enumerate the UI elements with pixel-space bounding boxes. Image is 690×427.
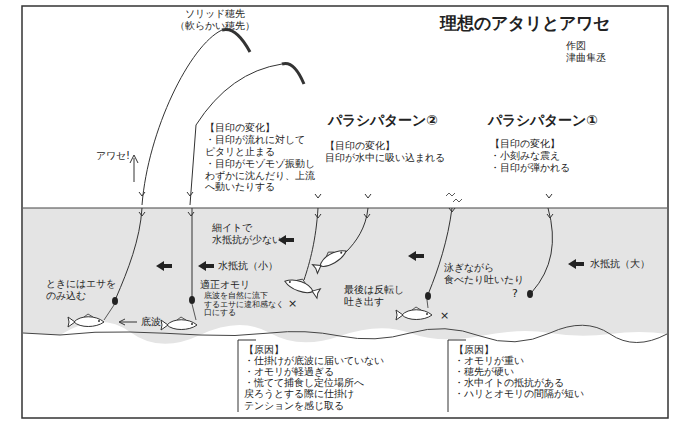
water-surface	[23, 207, 667, 208]
river-bed	[23, 325, 667, 342]
cause-item: ・仕掛けが底波に届いていない	[244, 355, 384, 366]
miss-mark: ×	[288, 298, 297, 311]
note-heading: 【目印の変化】	[490, 138, 560, 150]
pattern-title: パラシパターン①	[488, 112, 598, 128]
sinker	[189, 296, 195, 304]
leader	[104, 305, 114, 320]
miss-mark: ×	[440, 310, 449, 323]
note-heading: 【目印の変化】	[325, 140, 395, 152]
fish	[161, 317, 197, 330]
vibration-mark	[446, 193, 462, 202]
resistance-label: 水抵抗（小）	[218, 260, 278, 272]
fish	[283, 274, 321, 299]
float-marker	[139, 212, 145, 216]
water	[23, 208, 667, 344]
cause-item: ・オモリが軽過ぎる	[244, 366, 334, 377]
note-heading: 【目印の変化】	[205, 122, 275, 134]
question-mark: ?	[512, 288, 518, 301]
sinker	[112, 297, 118, 305]
note-item: ・目印が弾かれる	[490, 162, 570, 174]
fishing-line	[532, 208, 552, 292]
float-marker	[187, 192, 193, 196]
water-note: ときにはエサを のみ込む	[46, 278, 116, 301]
sinker	[527, 290, 533, 298]
cause-item: ・慌てて捕食し定位場所へ 戻ろうとする際に仕掛け テンションを感じ取る	[244, 377, 364, 411]
diagram-title: 理想のアタリとアワセ	[440, 14, 610, 34]
leader	[192, 304, 196, 320]
float-marker	[546, 194, 552, 198]
water-note: 最後は反転し 吐き出す	[344, 284, 404, 307]
float-marker	[139, 192, 145, 196]
author-credit: 作図 津曲隼丞	[566, 40, 606, 63]
fish	[311, 244, 349, 273]
leader	[427, 300, 428, 308]
resistance-label: 水抵抗（大）	[590, 258, 650, 270]
pattern-title: パラシパターン②	[328, 112, 438, 128]
strike-label: アワセ!	[96, 150, 130, 162]
float-marker	[188, 212, 194, 216]
fish	[68, 314, 104, 327]
current-arrow	[120, 322, 137, 323]
float-marker	[449, 208, 455, 212]
current-label: 底波	[141, 316, 161, 328]
float-marker	[315, 194, 321, 198]
rod-tip	[222, 29, 250, 52]
rod-note: ソリッド穂先 （軟らかい穂先）	[175, 8, 255, 31]
float-marker	[364, 214, 370, 218]
note-item: ・目印が流れに対して ピタリと止まる	[205, 134, 305, 157]
awase-arrow-head	[130, 155, 138, 163]
rod-tip	[282, 63, 304, 84]
float-marker	[315, 214, 321, 218]
cause-heading: 【原因】	[244, 344, 284, 355]
note-item: ・小刻みな震え	[490, 150, 560, 162]
fishing-line	[192, 208, 193, 297]
sinker-label: 適正オモリ	[200, 279, 250, 291]
cause-item: ・ハリとオモリの間隔が短い	[454, 388, 584, 399]
current-arrow-head	[119, 319, 125, 325]
note-item: ・目印がモゾモゾ振動し わずかに沈んだり、上流 へ動いたりする	[205, 158, 315, 193]
awase-arrow	[134, 158, 135, 182]
cause-item: ・水中イトの抵抗がある	[454, 377, 564, 388]
float-marker	[365, 194, 371, 198]
sinker	[425, 292, 431, 300]
marker-group	[139, 192, 553, 218]
note-item: 目印が水中に吸い込まれる	[325, 152, 445, 164]
cause-heading: 【原因】	[454, 344, 494, 355]
water-note: 底波を自然に流下 するエサに違和感なく 口にする	[204, 292, 284, 318]
fishing-line	[116, 208, 142, 298]
frame	[22, 6, 668, 418]
cause-item: ・オモリが重い	[454, 355, 524, 366]
cause-item: ・穂先が硬い	[454, 366, 514, 377]
fish	[396, 307, 432, 320]
float-marker	[547, 214, 553, 218]
water-note: 泳ぎながら 食べたり吐いたり	[444, 262, 524, 285]
water-note: 細イトで 水抵抗が少ない	[212, 222, 282, 245]
